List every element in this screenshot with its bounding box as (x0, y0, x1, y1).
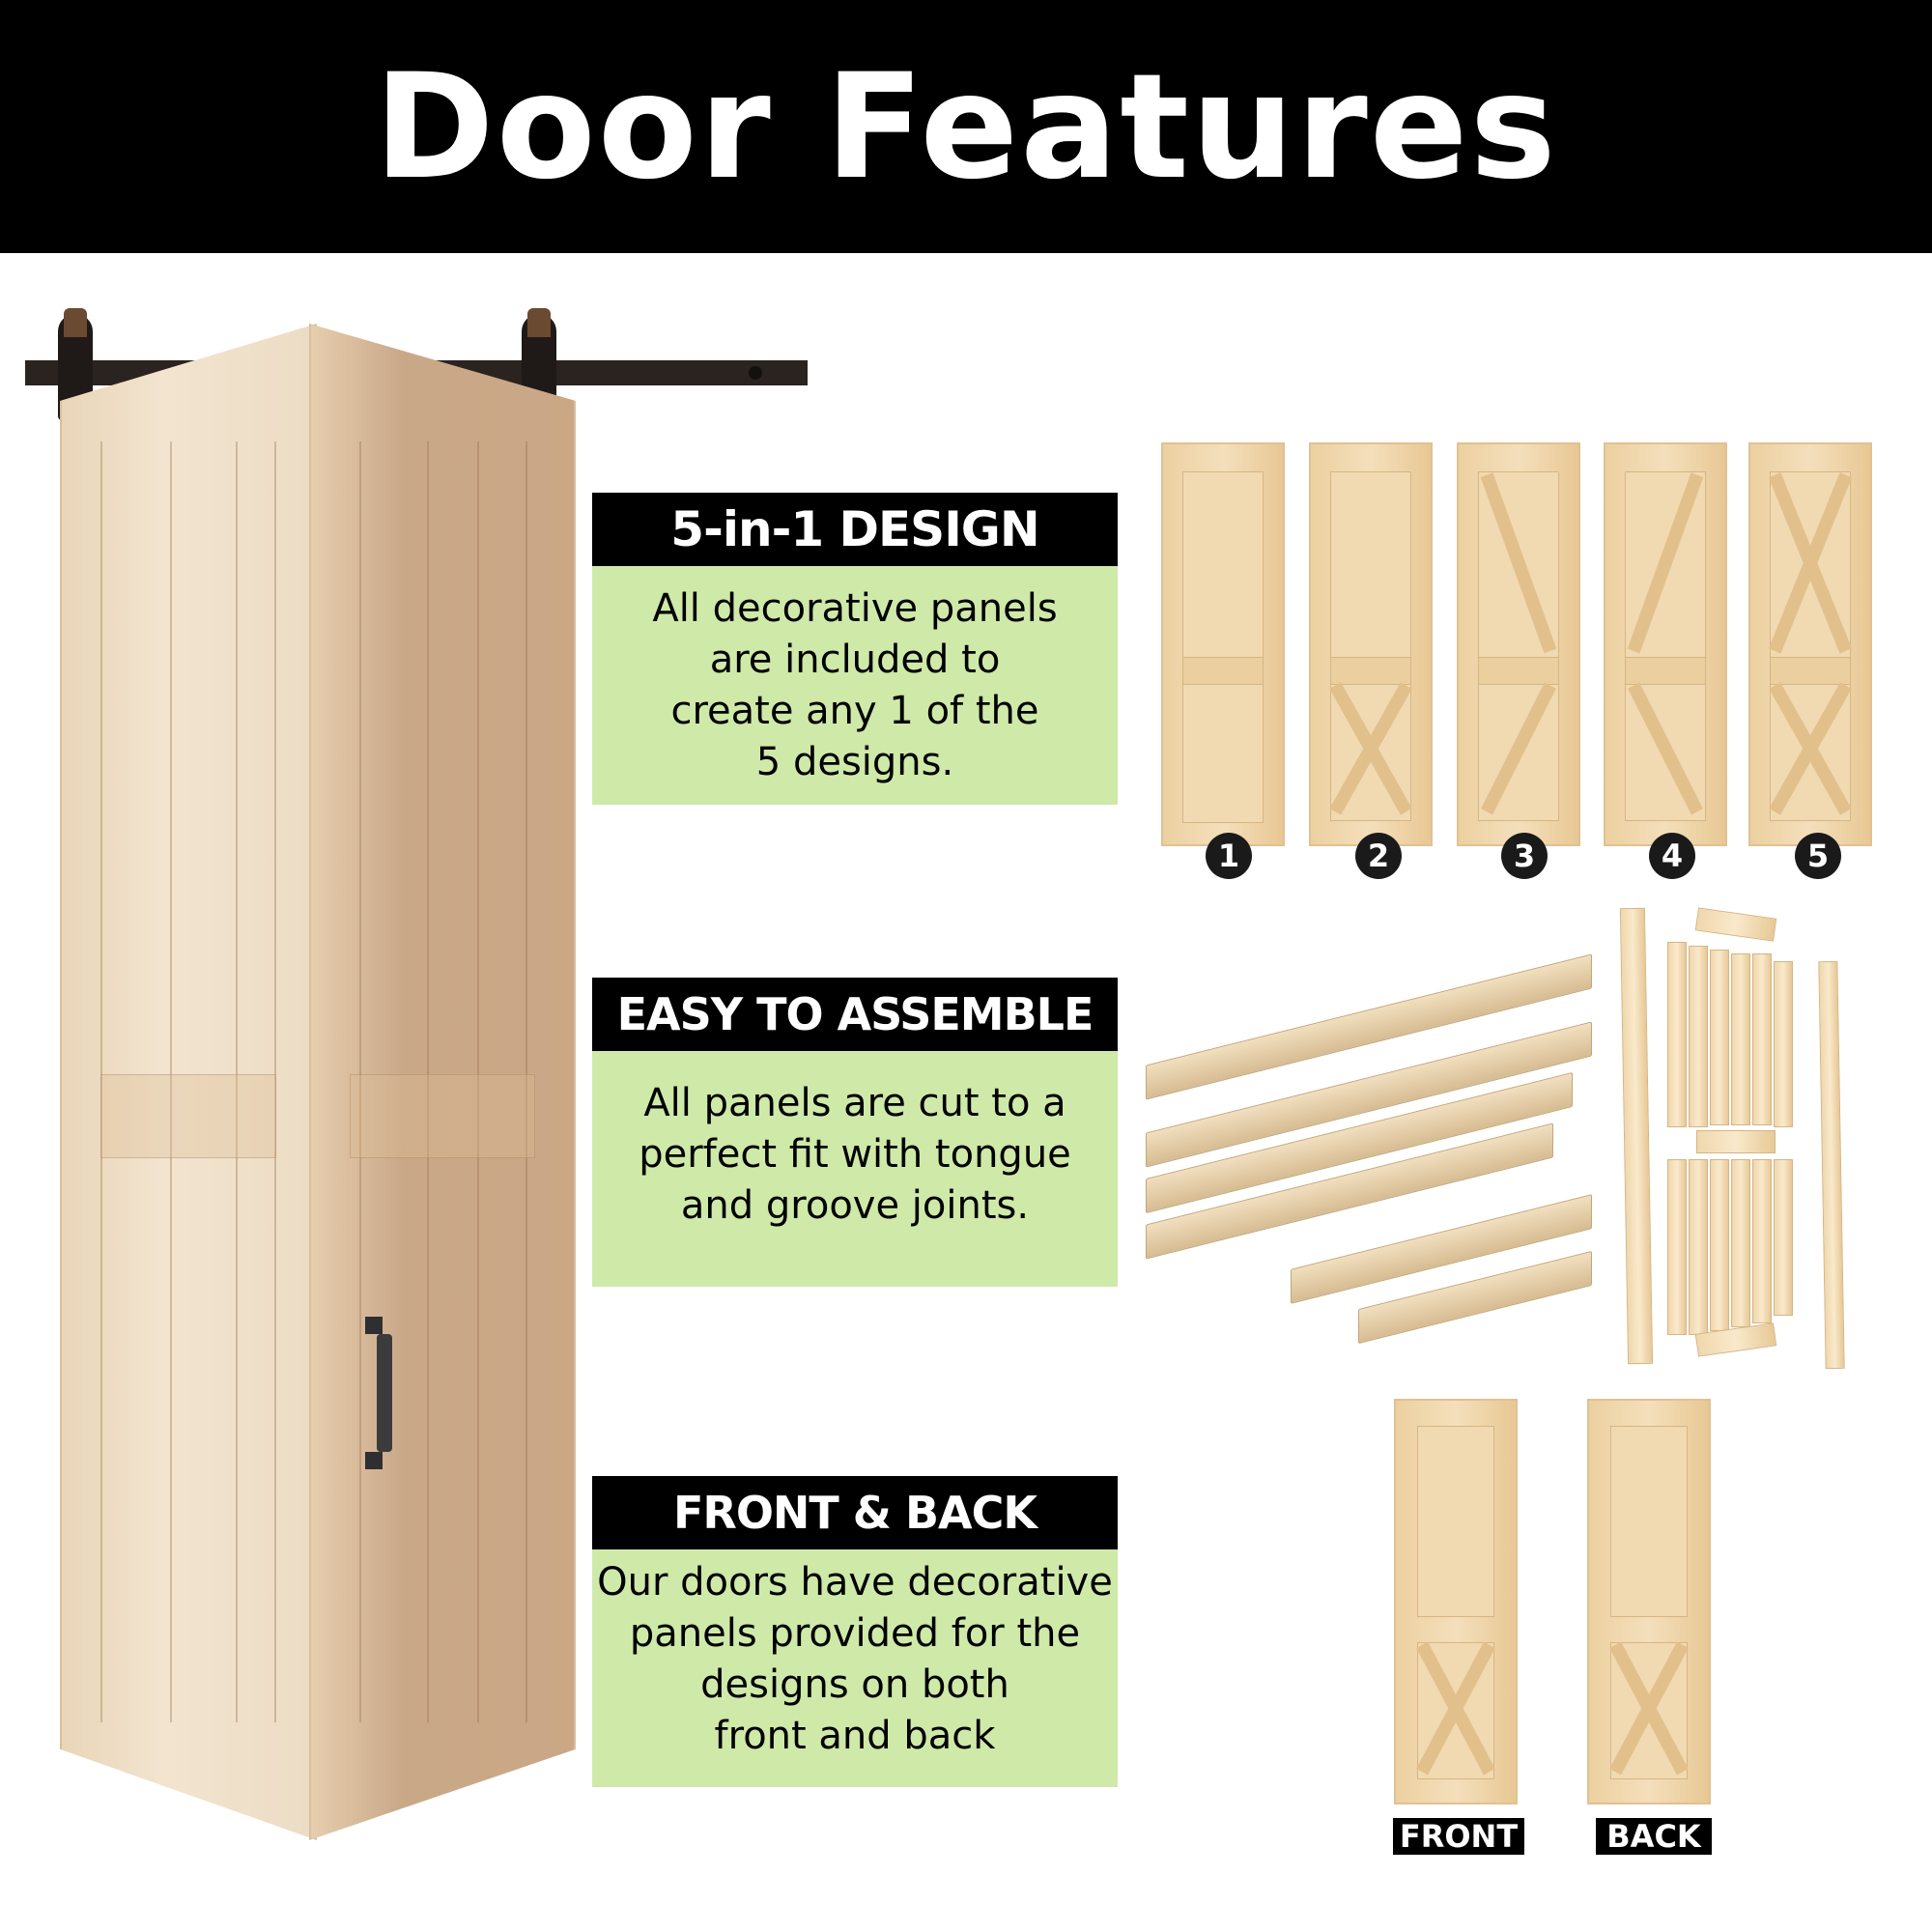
feature-heading: 5-in-1 DESIGN (592, 493, 1118, 566)
description-line: are included to (709, 638, 1001, 682)
front-label: FRONT (1393, 1818, 1524, 1855)
feature-front-and-back: FRONT & BACK Our doors have decorative p… (592, 1476, 1118, 1787)
header-bar: Door Features (0, 0, 1932, 253)
description-line: and groove joints. (680, 1183, 1030, 1228)
design-option-2-image (1309, 442, 1433, 846)
design-number-badge: 5 (1795, 833, 1841, 879)
bifold-door-image (19, 304, 811, 1869)
feature-5-in-1-design: 5-in-1 DESIGN All decorative panels are … (592, 493, 1118, 805)
design-number-badge: 4 (1649, 833, 1695, 879)
assembly-parts-image (1146, 903, 1889, 1370)
feature-description: Our doors have decorative panels provide… (592, 1549, 1118, 1787)
description-line: All panels are cut to a (643, 1081, 1066, 1125)
description-line: Our doors have decorative (597, 1560, 1113, 1605)
description-line: designs on both (700, 1662, 1009, 1707)
feature-description: All panels are cut to a perfect fit with… (592, 1051, 1118, 1287)
back-side-door-image (1587, 1399, 1711, 1804)
door-leaf-left (60, 324, 317, 1840)
design-number-badge: 2 (1355, 833, 1402, 879)
back-label: BACK (1596, 1818, 1712, 1855)
description-line: panels provided for the (629, 1611, 1081, 1656)
page-title: Door Features (374, 43, 1558, 212)
door-pull-handle-icon (365, 1317, 394, 1469)
front-side-door-image (1394, 1399, 1518, 1804)
description-line: All decorative panels (652, 586, 1058, 631)
feature-description: All decorative panels are included to cr… (592, 566, 1118, 805)
description-line: create any 1 of the (670, 689, 1039, 733)
description-line: 5 designs. (755, 740, 954, 784)
feature-heading: EASY TO ASSEMBLE (592, 978, 1118, 1051)
design-number-badge: 1 (1206, 833, 1252, 879)
feature-easy-to-assemble: EASY TO ASSEMBLE All panels are cut to a… (592, 978, 1118, 1287)
design-option-3-image (1457, 442, 1580, 846)
door-leaf-right (309, 324, 576, 1840)
track-bolt-icon (749, 366, 762, 380)
stacked-tongue-groove-boards (1146, 942, 1600, 1348)
design-option-4-image (1604, 442, 1727, 846)
description-line: perfect fit with tongue (639, 1132, 1071, 1177)
feature-heading: FRONT & BACK (592, 1476, 1118, 1549)
description-line: front and back (714, 1714, 996, 1758)
design-option-1-image (1161, 442, 1285, 846)
design-option-5-image (1748, 442, 1872, 846)
design-number-badge: 3 (1501, 833, 1548, 879)
